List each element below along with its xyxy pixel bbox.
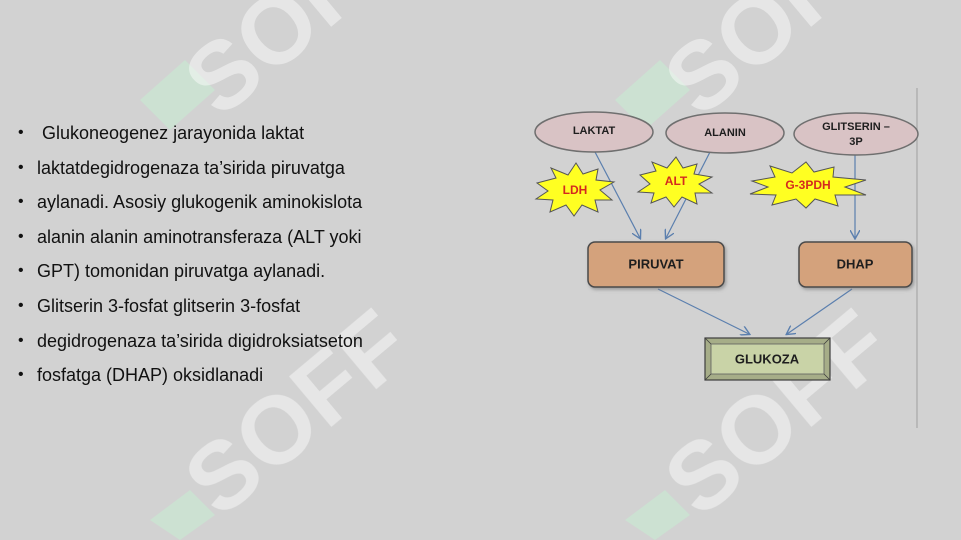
bullet-item: • fosfatga (DHAP) oksidlanadi [18,358,488,393]
node-dhap-label: DHAP [837,256,874,271]
enzyme-g3pdh-label: G-3PDH [785,178,830,192]
enzyme-ldh-label: LDH [563,183,588,197]
bullet-item: • GPT) tomonidan piruvatga aylanadi. [18,254,488,289]
bullet-text: fosfatga (DHAP) oksidlanadi [37,365,264,386]
bullet-text: Glukoneogenez jarayonida laktat [37,123,305,143]
substrate-glitserin-label-1: GLITSERIN – [822,121,890,133]
bullet-text: laktatdegidrogenaza ta’sirida piruvatga [37,157,345,178]
bullet-dot: • [18,296,24,314]
bullet-item: • aylanadi. Asosiy glukogenik aminokislot… [18,185,488,220]
substrate-laktat-label: LAKTAT [573,125,616,137]
arrow-laktat-piruvat [594,151,640,238]
arrow-piruvat-glukoza [657,288,749,334]
bullet-dot: • [18,227,24,245]
bullet-dot: • [18,366,24,384]
bullet-text: Glitserin 3-fosfat glitserin 3-fosfat [37,295,301,316]
substrate-glitserin-label-2: 3P [849,136,862,148]
node-piruvat-label: PIRUVAT [628,256,683,271]
bullet-item: • degidrogenaza ta’sirida digidroksiatset… [18,324,488,359]
bullet-item: • alanin alanin aminotransferaza (ALT yok… [18,220,488,255]
bullet-text: alanin alanin aminotransferaza (ALT yoki [37,226,362,247]
bullet-dot: • [18,262,24,280]
node-dhap: DHAP [798,241,913,288]
bullet-text: aylanadi. Asosiy glukogenik aminokislota [37,192,363,213]
enzyme-alt: ALT [636,156,714,208]
starburst-icon [749,161,867,209]
substrate-glitserin: GLITSERIN – 3P [793,112,919,156]
starburst-icon [636,156,714,208]
substrate-alanin-label: ALANIN [704,127,746,139]
bullet-dot: • [18,124,24,141]
bullet-dot: • [18,158,24,176]
enzyme-alt-label: ALT [665,174,688,188]
substrate-laktat: LAKTAT [534,111,654,153]
bullet-text: degidrogenaza ta’sirida digidroksiatseto… [37,330,363,351]
bullet-item: • Glitserin 3-fosfat glitserin 3-fosfat [18,289,488,324]
bullet-dot: • [18,193,24,211]
substrate-alanin: ALANIN [665,112,785,154]
node-glukoza: GLUKOZA [704,337,831,381]
enzyme-ldh: LDH [534,162,616,217]
bullet-list: • Glukoneogenez jarayonida laktat • lakta… [18,116,488,393]
bullet-item: • Glukoneogenez jarayonida laktat [18,116,488,151]
arrow-dhap-glukoza [787,288,853,334]
node-piruvat: PIRUVAT [587,241,725,288]
bullet-item: • laktatdegidrogenaza ta’sirida piruvatga [18,151,488,186]
starburst-icon [534,162,616,217]
bullet-text: GPT) tomonidan piruvatga aylanadi. [37,261,326,282]
bullet-dot: • [18,331,24,349]
enzyme-g3pdh: G-3PDH [749,161,867,209]
node-glukoza-label: GLUKOZA [735,351,800,366]
